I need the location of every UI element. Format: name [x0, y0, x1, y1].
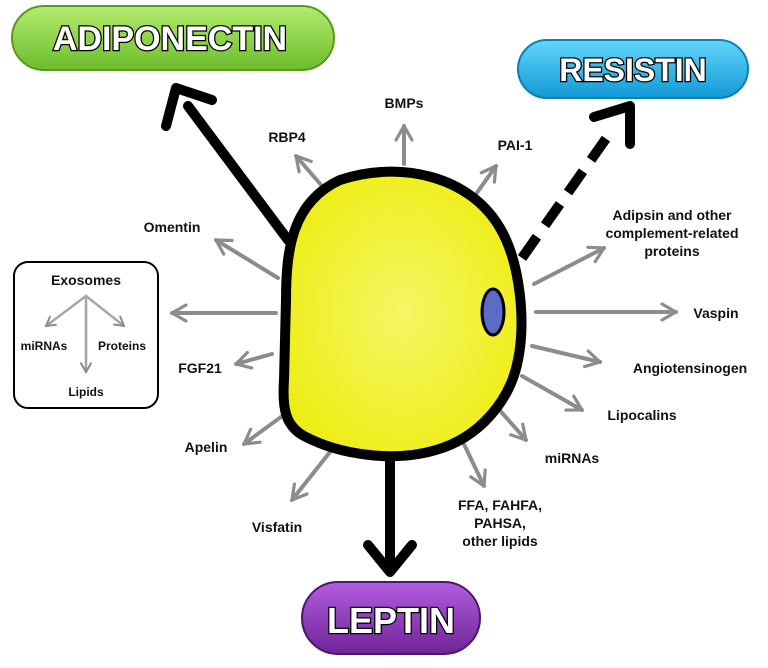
resistin-label: RESISTIN: [559, 52, 707, 88]
label-angiotensinogen: Angiotensinogen: [633, 360, 747, 376]
arrow-angiotensinogen: [530, 344, 602, 369]
label-lipocalins: Lipocalins: [607, 407, 676, 423]
arrow-pai1: [474, 164, 498, 196]
label-lipids-line3: other lipids: [462, 533, 538, 549]
arrow-fgf21: [234, 350, 274, 370]
exosomes-box: Exosomes miRNAs Proteins Lipids: [13, 261, 159, 409]
leptin-label: LEPTIN: [327, 600, 455, 641]
label-adipsin-line2: complement-related: [605, 225, 738, 241]
arrow-omentin: [214, 238, 280, 280]
label-lipids-line2: PAHSA,: [474, 515, 526, 531]
label-adipsin-line1: Adipsin and other: [613, 207, 733, 223]
leptin-pill: LEPTIN: [301, 581, 481, 655]
label-lipids-line1: FFA, FAHFA,: [458, 497, 542, 513]
adiponectin-pill: ADIPONECTIN: [11, 5, 335, 71]
label-omentin: Omentin: [144, 219, 201, 235]
label-fgf21: FGF21: [178, 360, 222, 376]
arrow-lipids: [460, 438, 487, 488]
arrow-rbp4: [294, 154, 324, 188]
arrow-mirnas: [494, 404, 528, 442]
label-apelin: Apelin: [185, 439, 228, 455]
exosomes-title: Exosomes: [51, 272, 121, 288]
exosome-arrow-mirnas: [44, 294, 88, 328]
label-pai1: PAI-1: [498, 137, 533, 153]
label-mirnas: miRNAs: [545, 450, 600, 466]
adiponectin-label: ADIPONECTIN: [53, 20, 287, 58]
label-visfatin: Visfatin: [252, 519, 302, 535]
label-bmps: BMPs: [385, 95, 424, 111]
label-adipsin-line3: proteins: [644, 243, 699, 259]
exosomes-proteins: Proteins: [98, 339, 146, 353]
exosome-arrow-proteins: [84, 294, 126, 328]
resistin-pill: RESISTIN: [517, 39, 749, 99]
arrow-lipocalins: [520, 374, 584, 412]
exosomes-mirnas: miRNAs: [21, 339, 68, 353]
label-vaspin: Vaspin: [693, 305, 738, 321]
arrow-visfatin: [290, 450, 332, 502]
resistin-arrow: [517, 101, 635, 261]
adipocyte-cell: [278, 166, 527, 462]
label-rbp4: RBP4: [268, 129, 306, 145]
leptin-arrow: [363, 455, 417, 577]
arrow-adipsin: [532, 245, 606, 286]
exosomes-lipids: Lipids: [68, 385, 104, 399]
nucleus: [480, 287, 506, 337]
adiponectin-arrow: [161, 83, 293, 245]
